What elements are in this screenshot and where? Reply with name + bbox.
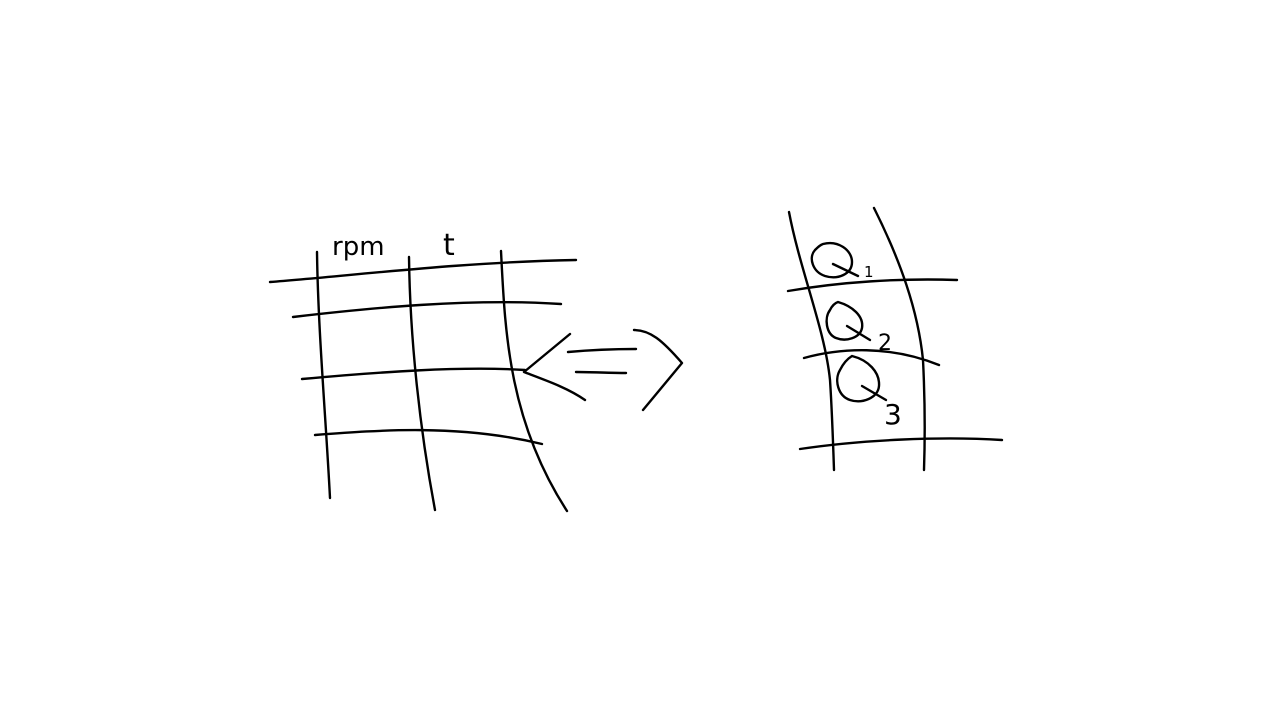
q1-letter-icon xyxy=(810,241,854,279)
arrow-shaft-bottom xyxy=(574,370,628,375)
q1-tail xyxy=(831,262,860,278)
q2-index: 2 xyxy=(878,331,892,356)
right-table-hline xyxy=(786,278,959,293)
arrow-left-head xyxy=(522,332,587,402)
right-table: 1 2 3 xyxy=(786,206,1004,472)
q1-index: 1 xyxy=(864,263,874,281)
left-table-vline xyxy=(315,250,332,500)
q2-tail xyxy=(845,324,872,342)
left-table-vline xyxy=(499,249,569,513)
right-table-hline xyxy=(802,349,941,367)
double-arrow-icon xyxy=(522,328,684,412)
left-table-vline xyxy=(407,255,437,512)
q2-letter-icon xyxy=(825,300,864,341)
q3-label: 3 xyxy=(836,354,902,431)
q3-letter-icon xyxy=(836,354,881,403)
right-table-vline xyxy=(787,210,836,472)
q2-label: 2 xyxy=(825,300,892,356)
left-table-hline xyxy=(313,428,544,446)
left-table-hline xyxy=(291,301,563,319)
header-t: t xyxy=(443,228,455,263)
arrow-right-head xyxy=(632,328,684,412)
header-rpm: rpm xyxy=(332,232,385,262)
q3-index: 3 xyxy=(884,398,902,431)
left-table-hline xyxy=(268,258,578,284)
left-table: rpm t xyxy=(268,228,578,513)
q3-tail xyxy=(860,384,888,402)
q1-label: 1 xyxy=(810,241,874,281)
left-table-hline xyxy=(300,367,527,381)
arrow-shaft-top xyxy=(566,347,638,354)
right-table-hline xyxy=(798,437,1004,451)
